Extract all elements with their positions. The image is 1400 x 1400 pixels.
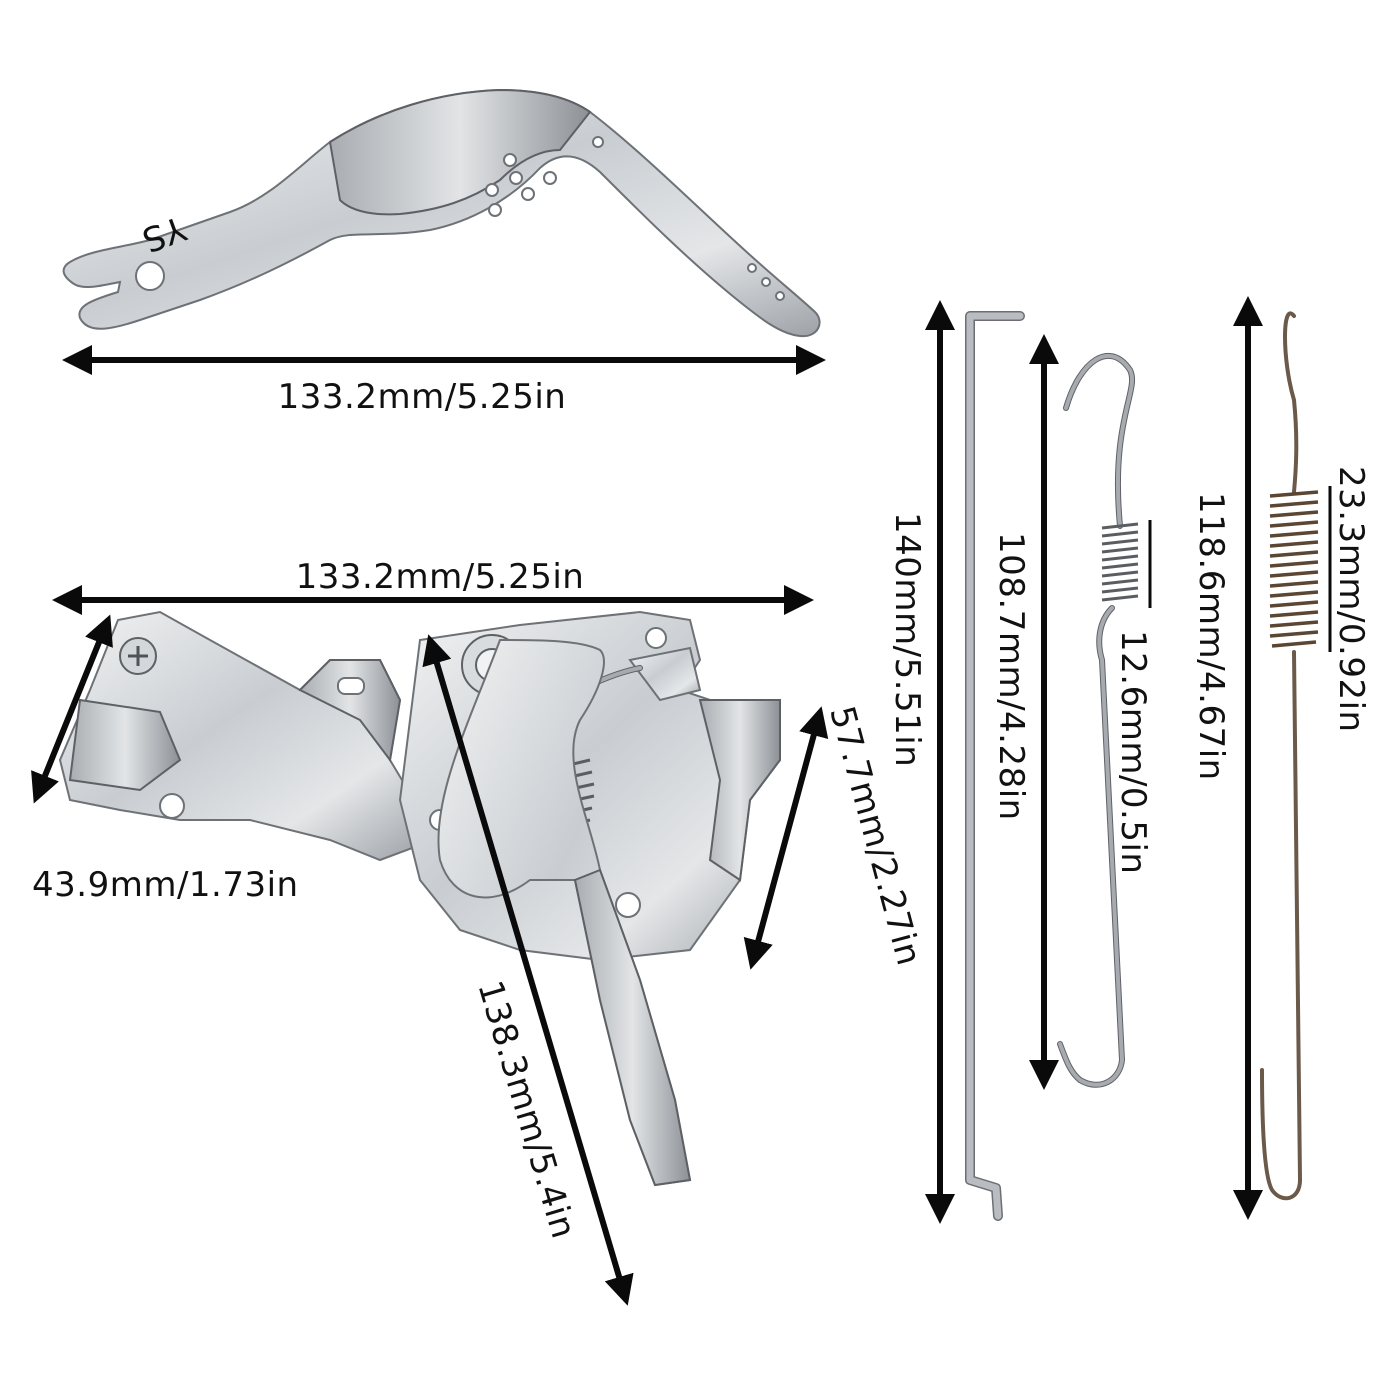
bracket-height-arrow xyxy=(743,706,829,970)
throttle-arm: YS xyxy=(62,88,821,338)
bracket-depth-arrow xyxy=(31,614,113,804)
arm-width-label: 133.2mm/5.25in xyxy=(278,377,567,417)
lever-length-label: 138.3mm/5.4in xyxy=(469,976,583,1243)
governor-rod xyxy=(965,311,1025,1221)
long-spring-length-label: 118.6mm/4.67in xyxy=(1191,492,1231,781)
bracket-width-label: 133.2mm/5.25in xyxy=(296,557,585,597)
long-spring xyxy=(1260,311,1319,1201)
long-spring-coil-label: 23.3mm/0.92in xyxy=(1331,466,1371,733)
small-spring-coil-label: 12.6mm/0.5in xyxy=(1113,630,1153,874)
small-spring-length-label: 108.7mm/4.28in xyxy=(991,532,1031,821)
small-spring xyxy=(1057,352,1139,1088)
rod-length-label: 140mm/5.51in xyxy=(887,512,927,767)
bracket-depth-label: 43.9mm/1.73in xyxy=(32,865,299,905)
lever-length-arrow xyxy=(422,634,634,1306)
